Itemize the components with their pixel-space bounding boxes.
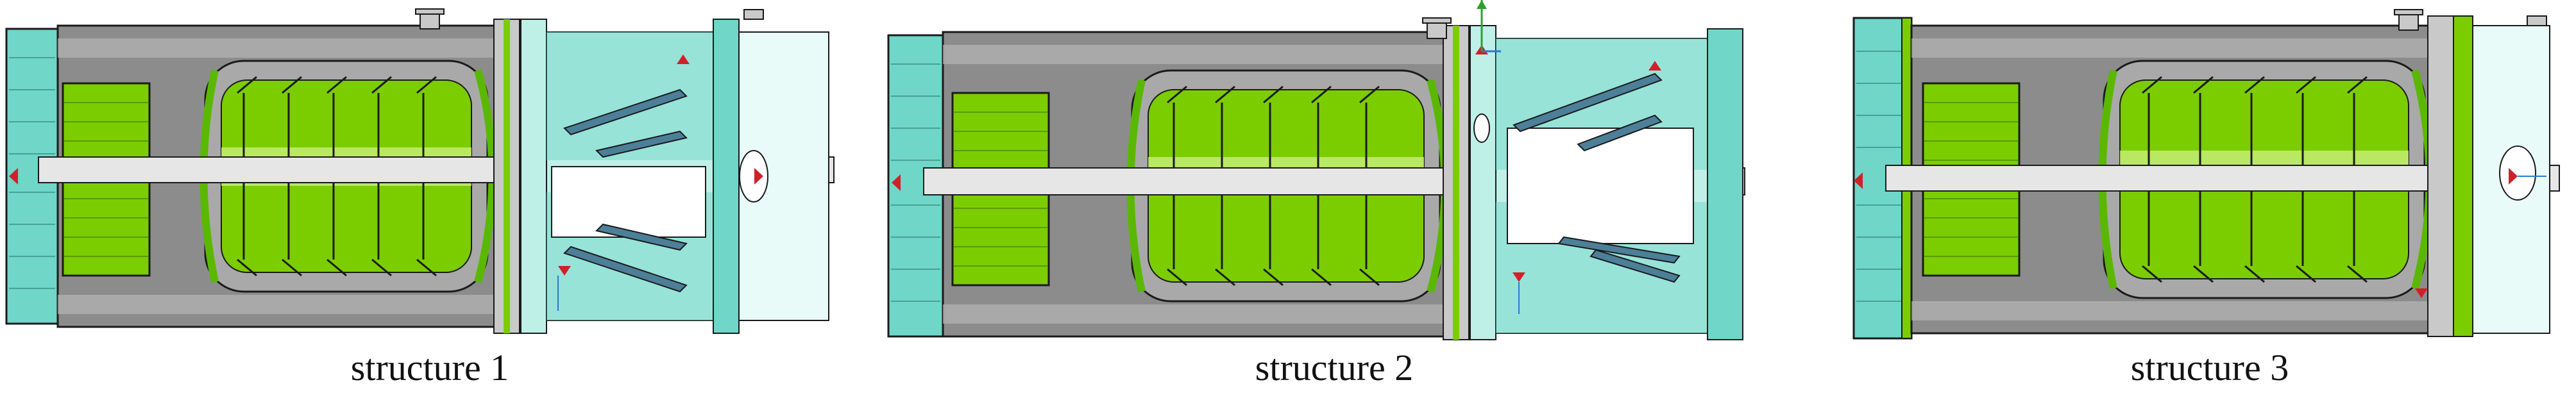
structure-2-drawing bbox=[887, 0, 1745, 340]
upper-blade bbox=[563, 88, 688, 136]
force-marker-icon bbox=[754, 168, 763, 185]
right-flange bbox=[713, 19, 740, 334]
upper-blade bbox=[1513, 72, 1663, 133]
force-marker-icon bbox=[1513, 272, 1525, 282]
lower-blade bbox=[563, 245, 688, 293]
flange-b bbox=[2453, 15, 2473, 337]
flange-b bbox=[1470, 25, 1496, 340]
structure-1-caption: structure 1 bbox=[350, 347, 509, 388]
force-marker-icon bbox=[2509, 168, 2518, 185]
force-marker-icon bbox=[677, 54, 690, 64]
structure-2-caption: structure 2 bbox=[1255, 347, 1414, 388]
force-marker-icon bbox=[1648, 61, 1661, 70]
structure-3-drawing bbox=[1852, 9, 2560, 340]
structure-3-caption: structure 3 bbox=[2130, 347, 2289, 388]
structure-2-panel: structure 2 bbox=[885, 0, 1783, 398]
force-marker-icon bbox=[9, 168, 18, 185]
force-marker-icon bbox=[892, 174, 901, 191]
force-marker-icon bbox=[2415, 288, 2428, 298]
structure-3-panel: structure 3 bbox=[1847, 0, 2572, 398]
lower-blade bbox=[1589, 249, 1681, 283]
right-flange bbox=[1707, 28, 1743, 340]
flange-b bbox=[520, 19, 547, 334]
force-marker-icon bbox=[1854, 172, 1863, 189]
flange-a bbox=[2427, 15, 2454, 337]
axis-arrow-icon bbox=[1477, 0, 1487, 9]
structure-1-panel: structure 1 bbox=[0, 0, 860, 398]
structure-1-drawing bbox=[5, 8, 835, 334]
force-marker-icon bbox=[558, 266, 571, 276]
